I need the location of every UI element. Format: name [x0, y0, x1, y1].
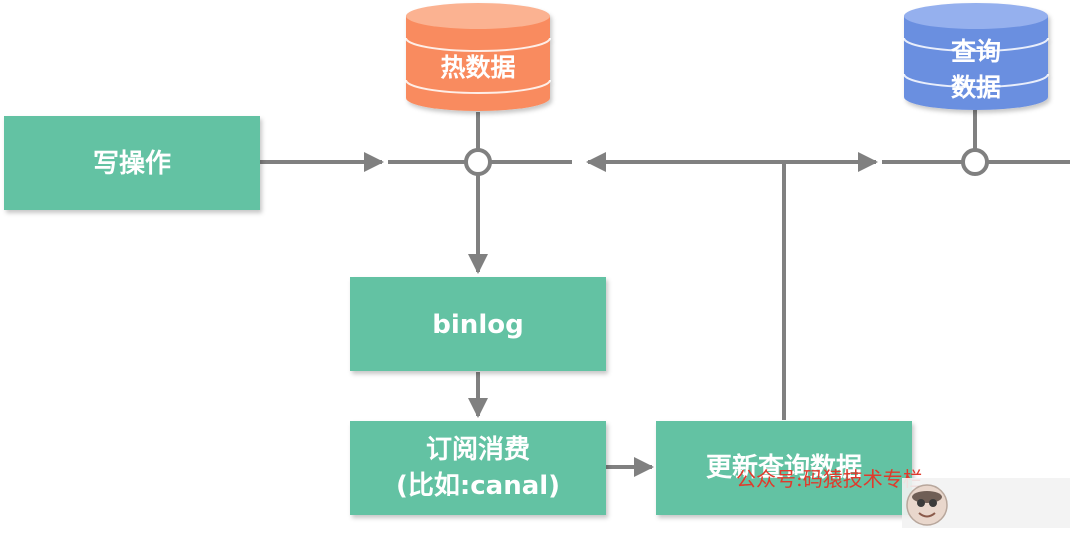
hot-junction: [464, 148, 492, 176]
subscribe-box: [350, 421, 606, 515]
watermark-text: 公众号:码猿技术专栏: [736, 467, 923, 491]
monkey-face-icon: [902, 478, 1070, 528]
subscribe-label-line2: (比如:canal): [396, 471, 560, 501]
hot-data-db: [405, 3, 551, 111]
write-label: 写操作: [93, 149, 171, 179]
update-box: [656, 421, 912, 515]
query-junction: [961, 148, 989, 176]
binlog-box: [350, 277, 606, 371]
connectors: [260, 110, 1070, 477]
query-data-label-line1: 查询: [951, 37, 1001, 66]
write-box: [4, 116, 260, 210]
query-data-db: [903, 3, 1049, 110]
update-label: 更新查询数据: [706, 452, 862, 483]
subscribe-label-line1: 订阅消费: [426, 435, 530, 465]
hot-data-label: 热数据: [440, 53, 515, 82]
binlog-label: binlog: [432, 310, 523, 340]
query-data-label-line2: 数据: [951, 73, 1001, 102]
